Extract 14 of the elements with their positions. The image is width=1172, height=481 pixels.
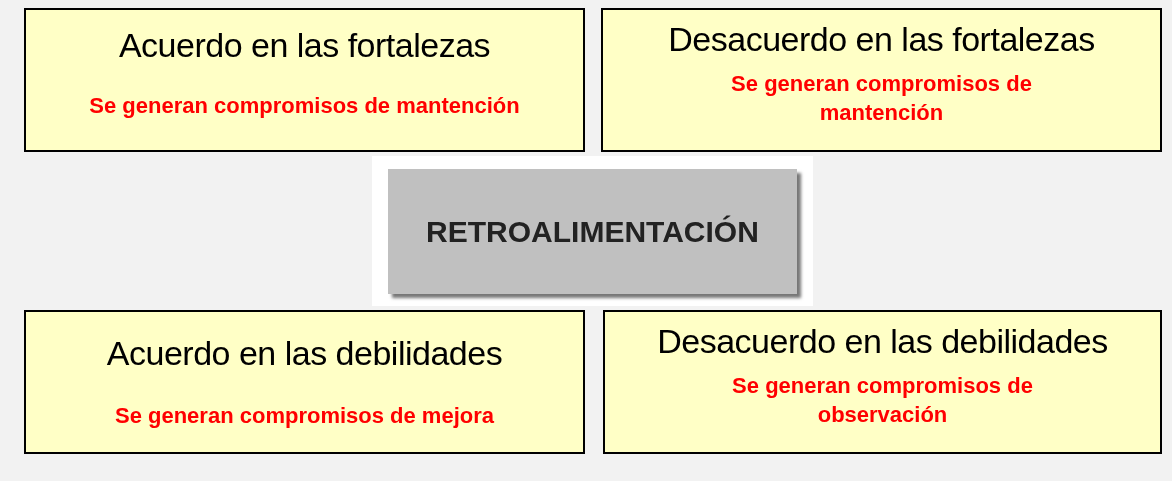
card-note: Se generan compromisos de observación — [731, 372, 1034, 429]
card — [603, 310, 1162, 454]
card — [601, 8, 1162, 152]
card-title: Desacuerdo en las debilidades — [656, 322, 1109, 361]
center-title: RETROALIMENTACIÓN — [426, 214, 759, 249]
center-box — [388, 169, 797, 294]
card-note: Se generan compromisos de mantención — [88, 92, 521, 120]
card-title: Acuerdo en las fortalezas — [117, 26, 492, 65]
card-title: Acuerdo en las debilidades — [105, 334, 504, 373]
card-note: Se generan compromisos de mantención — [730, 70, 1033, 127]
card-title: Desacuerdo en las fortalezas — [667, 20, 1096, 59]
card — [24, 8, 585, 152]
card — [24, 310, 585, 454]
card-note: Se generan compromisos de mejora — [114, 402, 495, 430]
